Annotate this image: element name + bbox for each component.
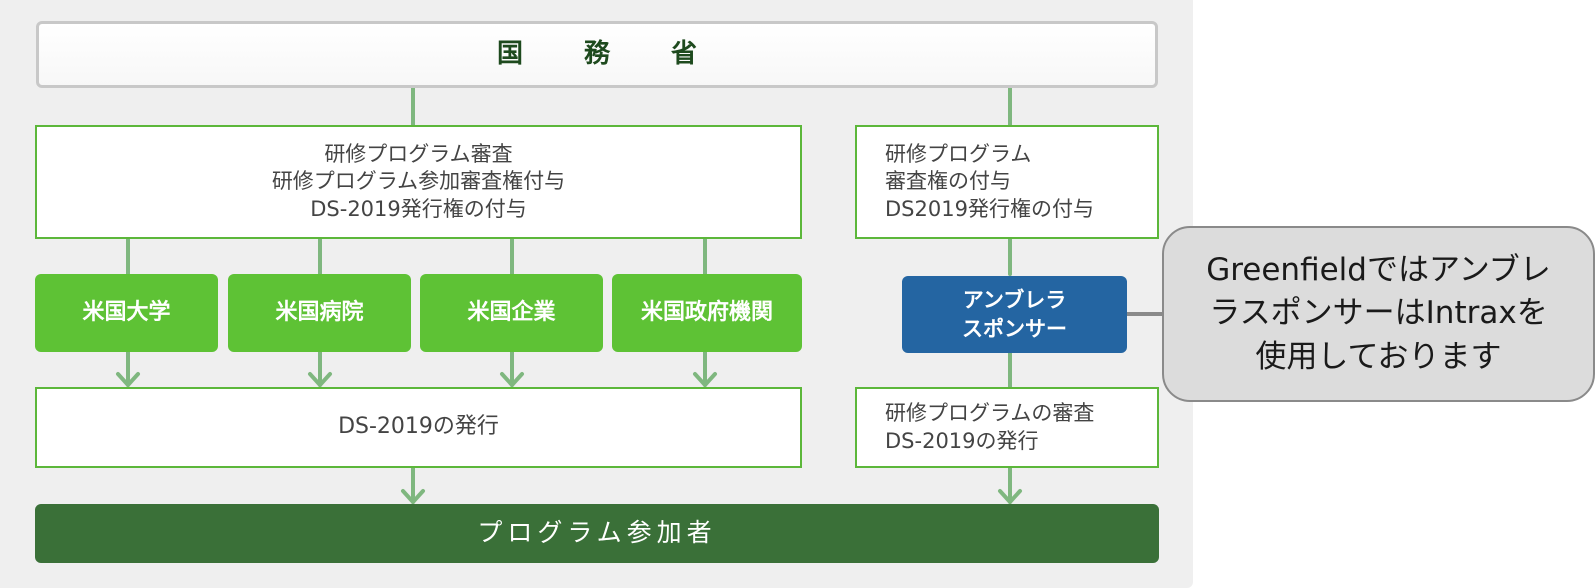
callout-line: Greenfieldではアンブレ [1206,251,1551,288]
sponsor-university-label: 米国大学 [82,299,171,325]
left-issuance-box: DS-2019の発行 [35,387,802,468]
right-issuance-line: DS-2019の発行 [885,428,1039,453]
sponsor-company-label: 米国企業 [467,299,556,325]
sponsor-company-box: 米国企業 [420,274,603,352]
right-issuance-line: 研修プログラムの審査 [885,401,1095,426]
umbrella-sponsor-line: スポンサー [962,316,1067,341]
right-review-line: 審査権の付与 [885,169,1011,194]
right-review-line: 研修プログラム [885,142,1032,167]
right-issuance-box: 研修プログラムの審査 DS-2019の発行 [855,387,1159,468]
callout-line: 使用しております [1255,338,1502,375]
sponsor-hospital-box: 米国病院 [228,274,411,352]
arrowhead-university [116,372,140,387]
left-review-line: 研修プログラム審査 [324,142,513,167]
state-department-label: 国 務 省 [496,38,724,69]
program-participants-label: プログラム参加者 [477,518,717,548]
left-review-line: DS-2019発行権の付与 [310,196,527,221]
umbrella-sponsor-box: アンブレラ スポンサー [902,276,1127,353]
sponsor-university-box: 米国大学 [35,274,218,352]
right-review-box: 研修プログラム 審査権の付与 DS2019発行権の付与 [855,125,1159,239]
right-review-line: DS2019発行権の付与 [885,196,1094,221]
left-issuance-label: DS-2019の発行 [338,414,499,440]
umbrella-sponsor-line: アンブレラ [962,288,1067,313]
left-review-box: 研修プログラム審査 研修プログラム参加審査権付与 DS-2019発行権の付与 [35,125,802,239]
arrowhead-right-participants [998,489,1022,504]
left-review-line: 研修プログラム参加審査権付与 [271,169,566,194]
callout-line: ラスポンサーはIntraxを [1209,295,1548,332]
arrowhead-government [693,372,717,387]
state-department-box: 国 務 省 [36,21,1158,88]
arrowhead-hospital [308,372,332,387]
sponsor-hospital-label: 米国病院 [275,299,364,325]
greenfield-note-callout: Greenfieldではアンブレ ラスポンサーはIntraxを 使用しております [1162,226,1595,402]
arrowhead-company [500,372,524,387]
program-participants-box: プログラム参加者 [35,504,1159,563]
arrowhead-left-participants [401,489,425,504]
sponsor-government-box: 米国政府機関 [612,274,802,352]
sponsor-government-label: 米国政府機関 [640,299,773,325]
